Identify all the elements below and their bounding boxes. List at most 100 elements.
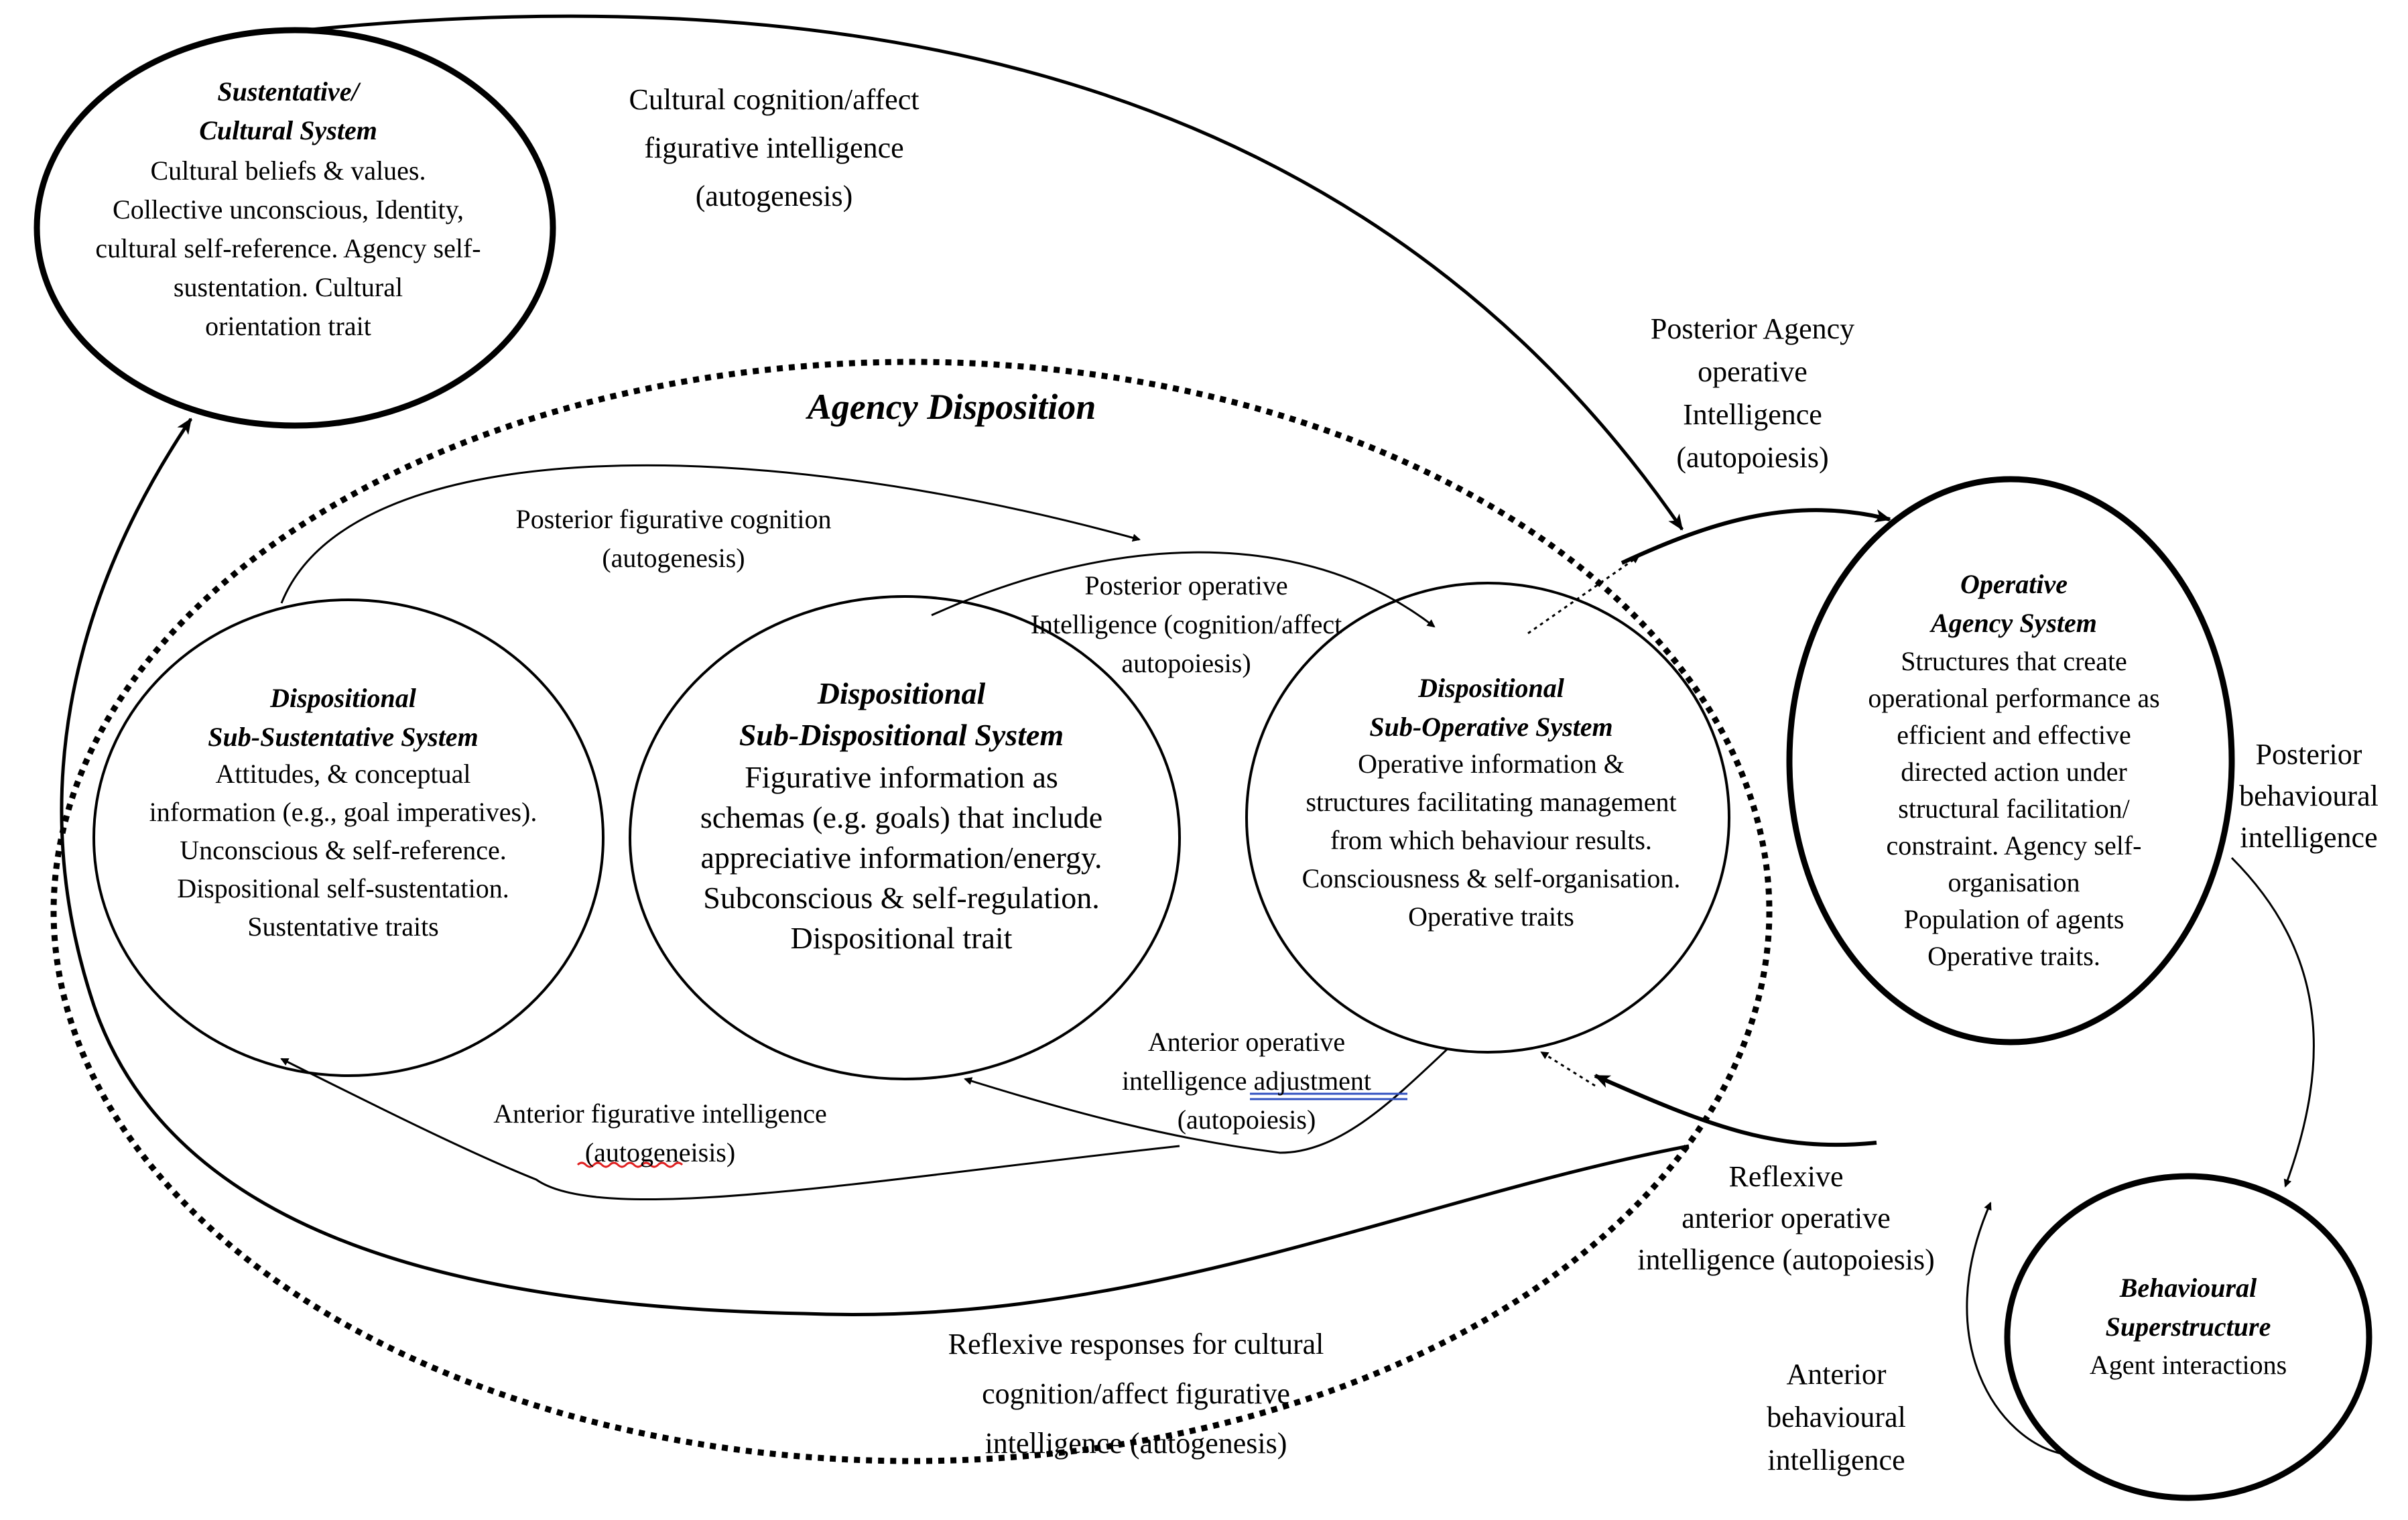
behavioural-title: Superstructure bbox=[2106, 1312, 2271, 1342]
sub-sustentative-title: Sub-Sustentative System bbox=[208, 722, 478, 752]
flow-label-posterior-agency: Intelligence bbox=[1683, 398, 1822, 431]
cultural-system-body: Cultural beliefs & values. bbox=[150, 155, 426, 186]
sub-sustentative-body: Attitudes, & conceptual bbox=[215, 759, 470, 789]
operative-agency-body: organisation bbox=[1948, 867, 2080, 897]
flow-arrow-anterior-figurative bbox=[280, 1058, 1180, 1200]
behavioural-ellipse bbox=[2004, 1173, 2372, 1501]
operative-agency-body: Structures that create bbox=[1901, 646, 2127, 676]
operative-agency-body: efficient and effective bbox=[1897, 720, 2131, 750]
flow-label-anterior-operative-adjustment: Anterior operative bbox=[1148, 1027, 1345, 1057]
flow-arrow-anterior-operative-adjustment bbox=[964, 1048, 1449, 1154]
sub-sustentative-ellipse bbox=[92, 598, 605, 1077]
flow-label-cultural-cognition: figurative intelligence bbox=[644, 131, 903, 164]
sub-operative-body: Consciousness & self-organisation. bbox=[1302, 863, 1681, 893]
flow-label-posterior-operative: Intelligence (cognition/affect bbox=[1031, 609, 1342, 639]
sub-operative-title: Dispositional bbox=[1417, 673, 1565, 703]
flow-label-anterior-figurative: Anterior figurative intelligence bbox=[493, 1098, 827, 1129]
behavioural-body: Agent interactions bbox=[2090, 1350, 2287, 1380]
operative-agency-title: Agency System bbox=[1929, 608, 2097, 638]
sub-sustentative-body: Sustentative traits bbox=[247, 911, 439, 942]
cultural-system-title: Sustentative/ bbox=[217, 76, 361, 107]
flow-label-posterior-agency: operative bbox=[1698, 355, 1808, 388]
sub-operative-body: structures facilitating management bbox=[1306, 787, 1676, 817]
sub-dispositional-title: Sub-Dispositional System bbox=[739, 718, 1064, 752]
flow-label-reflexive-cultural: intelligence (autogenesis) bbox=[985, 1427, 1287, 1460]
cultural-system-ellipse bbox=[34, 27, 556, 429]
flow-label-reflexive-anterior-operative: Reflexive bbox=[1728, 1160, 1843, 1193]
flow-label-anterior-figurative: (autogeneisis) bbox=[585, 1137, 735, 1167]
operative-agency-ellipse bbox=[1786, 476, 2235, 1046]
flow-arrow-posterior-behavioural bbox=[2230, 857, 2315, 1188]
flow-label-reflexive-anterior-operative: intelligence (autopoiesis) bbox=[1637, 1243, 1935, 1276]
flow-arrow-cultural-cognition bbox=[304, 14, 1684, 531]
flow-label-posterior-figurative: (autogenesis) bbox=[602, 543, 745, 573]
flow-label-posterior-agency: (autopoiesis) bbox=[1676, 441, 1828, 474]
flow-arrow-posterior-figurative bbox=[280, 464, 1141, 604]
sub-sustentative-body: Dispositional self-sustentation. bbox=[177, 873, 509, 903]
flow-label-anterior-operative-adjustment: intelligence adjustment bbox=[1122, 1066, 1371, 1096]
sub-operative-title: Sub-Operative System bbox=[1369, 712, 1612, 742]
behavioural-title: Behavioural bbox=[2119, 1273, 2257, 1303]
flow-label-reflexive-cultural: cognition/affect figurative bbox=[982, 1377, 1290, 1410]
flow-label-anterior-operative-adjustment: (autopoiesis) bbox=[1178, 1104, 1316, 1135]
sub-sustentative-title: Dispositional bbox=[269, 683, 417, 713]
flow-arrow-reflexive-cultural bbox=[60, 418, 1690, 1316]
flow-label-anterior-behavioural: behavioural bbox=[1767, 1401, 1906, 1434]
sub-operative-body: from which behaviour results. bbox=[1330, 825, 1652, 855]
sub-dispositional-body: Subconscious & self-regulation. bbox=[703, 881, 1100, 915]
flow-label-anterior-behavioural: Anterior bbox=[1786, 1358, 1886, 1391]
operative-agency-body: Operative traits. bbox=[1927, 941, 2100, 971]
operative-agency-body: structural facilitation/ bbox=[1898, 794, 2130, 824]
cultural-system-body: orientation trait bbox=[205, 311, 371, 341]
agency-disposition-boundary bbox=[50, 359, 1773, 1464]
spellcheck-underline bbox=[576, 1161, 684, 1168]
flow-label-cultural-cognition: Cultural cognition/affect bbox=[629, 83, 920, 116]
sub-dispositional-body: appreciative information/energy. bbox=[700, 840, 1102, 875]
svg-text:Agency Disposition: Agency Disposition bbox=[806, 387, 1096, 427]
flow-arrow-posterior-agency bbox=[1621, 508, 1891, 565]
grammar-underline bbox=[1250, 1092, 1407, 1100]
flow-arrow-anterior-behavioural bbox=[1966, 1202, 2065, 1456]
flow-label-reflexive-cultural: Reflexive responses for cultural bbox=[948, 1328, 1324, 1360]
flow-label-posterior-operative: Posterior operative bbox=[1084, 570, 1287, 600]
cultural-system-body: cultural self-reference. Agency self- bbox=[95, 233, 481, 263]
sub-dispositional-body: schemas (e.g. goals) that include bbox=[700, 800, 1102, 834]
sub-operative-body: Operative information & bbox=[1358, 749, 1625, 779]
flow-label-posterior-operative: autopoiesis) bbox=[1121, 648, 1251, 678]
flow-label-posterior-behavioural: intelligence bbox=[2240, 821, 2377, 854]
operative-agency-body: directed action under bbox=[1901, 757, 2127, 787]
sub-dispositional-body: Dispositional trait bbox=[791, 921, 1013, 955]
operative-agency-title: Operative bbox=[1960, 569, 2068, 599]
flow-label-cultural-cognition: (autogenesis) bbox=[696, 180, 853, 212]
cultural-system-title: Cultural System bbox=[199, 115, 377, 145]
operative-agency-body: operational performance as bbox=[1868, 683, 2159, 713]
flow-label-reflexive-anterior-operative: anterior operative bbox=[1682, 1202, 1891, 1234]
operative-agency-body: constraint. Agency self- bbox=[1887, 830, 2142, 861]
dotted-connector-top bbox=[1527, 555, 1640, 635]
flow-label-posterior-agency: Posterior Agency bbox=[1651, 312, 1854, 345]
sub-sustentative-body: Unconscious & self-reference. bbox=[180, 835, 507, 865]
flow-label-anterior-behavioural: intelligence bbox=[1767, 1444, 1905, 1476]
cultural-system-body: Collective unconscious, Identity, bbox=[113, 194, 464, 225]
dotted-connector-bottom bbox=[1540, 1051, 1596, 1087]
sub-operative-body: Operative traits bbox=[1408, 901, 1574, 932]
flow-labels: Cultural cognition/affect figurative inte… bbox=[493, 83, 2379, 1476]
flow-label-posterior-figurative: Posterior figurative cognition bbox=[515, 504, 831, 534]
sub-dispositional-body: Figurative information as bbox=[745, 760, 1058, 794]
flow-label-posterior-behavioural: behavioural bbox=[2239, 779, 2379, 812]
flow-arrow-posterior-operative bbox=[931, 551, 1436, 628]
operative-agency-body: Population of agents bbox=[1904, 904, 2125, 934]
sub-dispositional-title: Dispositional bbox=[817, 676, 986, 710]
flow-arrow-reflexive-anterior-operative bbox=[1594, 1074, 1877, 1147]
sub-dispositional-ellipse bbox=[629, 595, 1181, 1080]
agency-disposition-label: Agency Disposition bbox=[806, 387, 1096, 427]
sub-operative-ellipse bbox=[1245, 582, 1730, 1054]
